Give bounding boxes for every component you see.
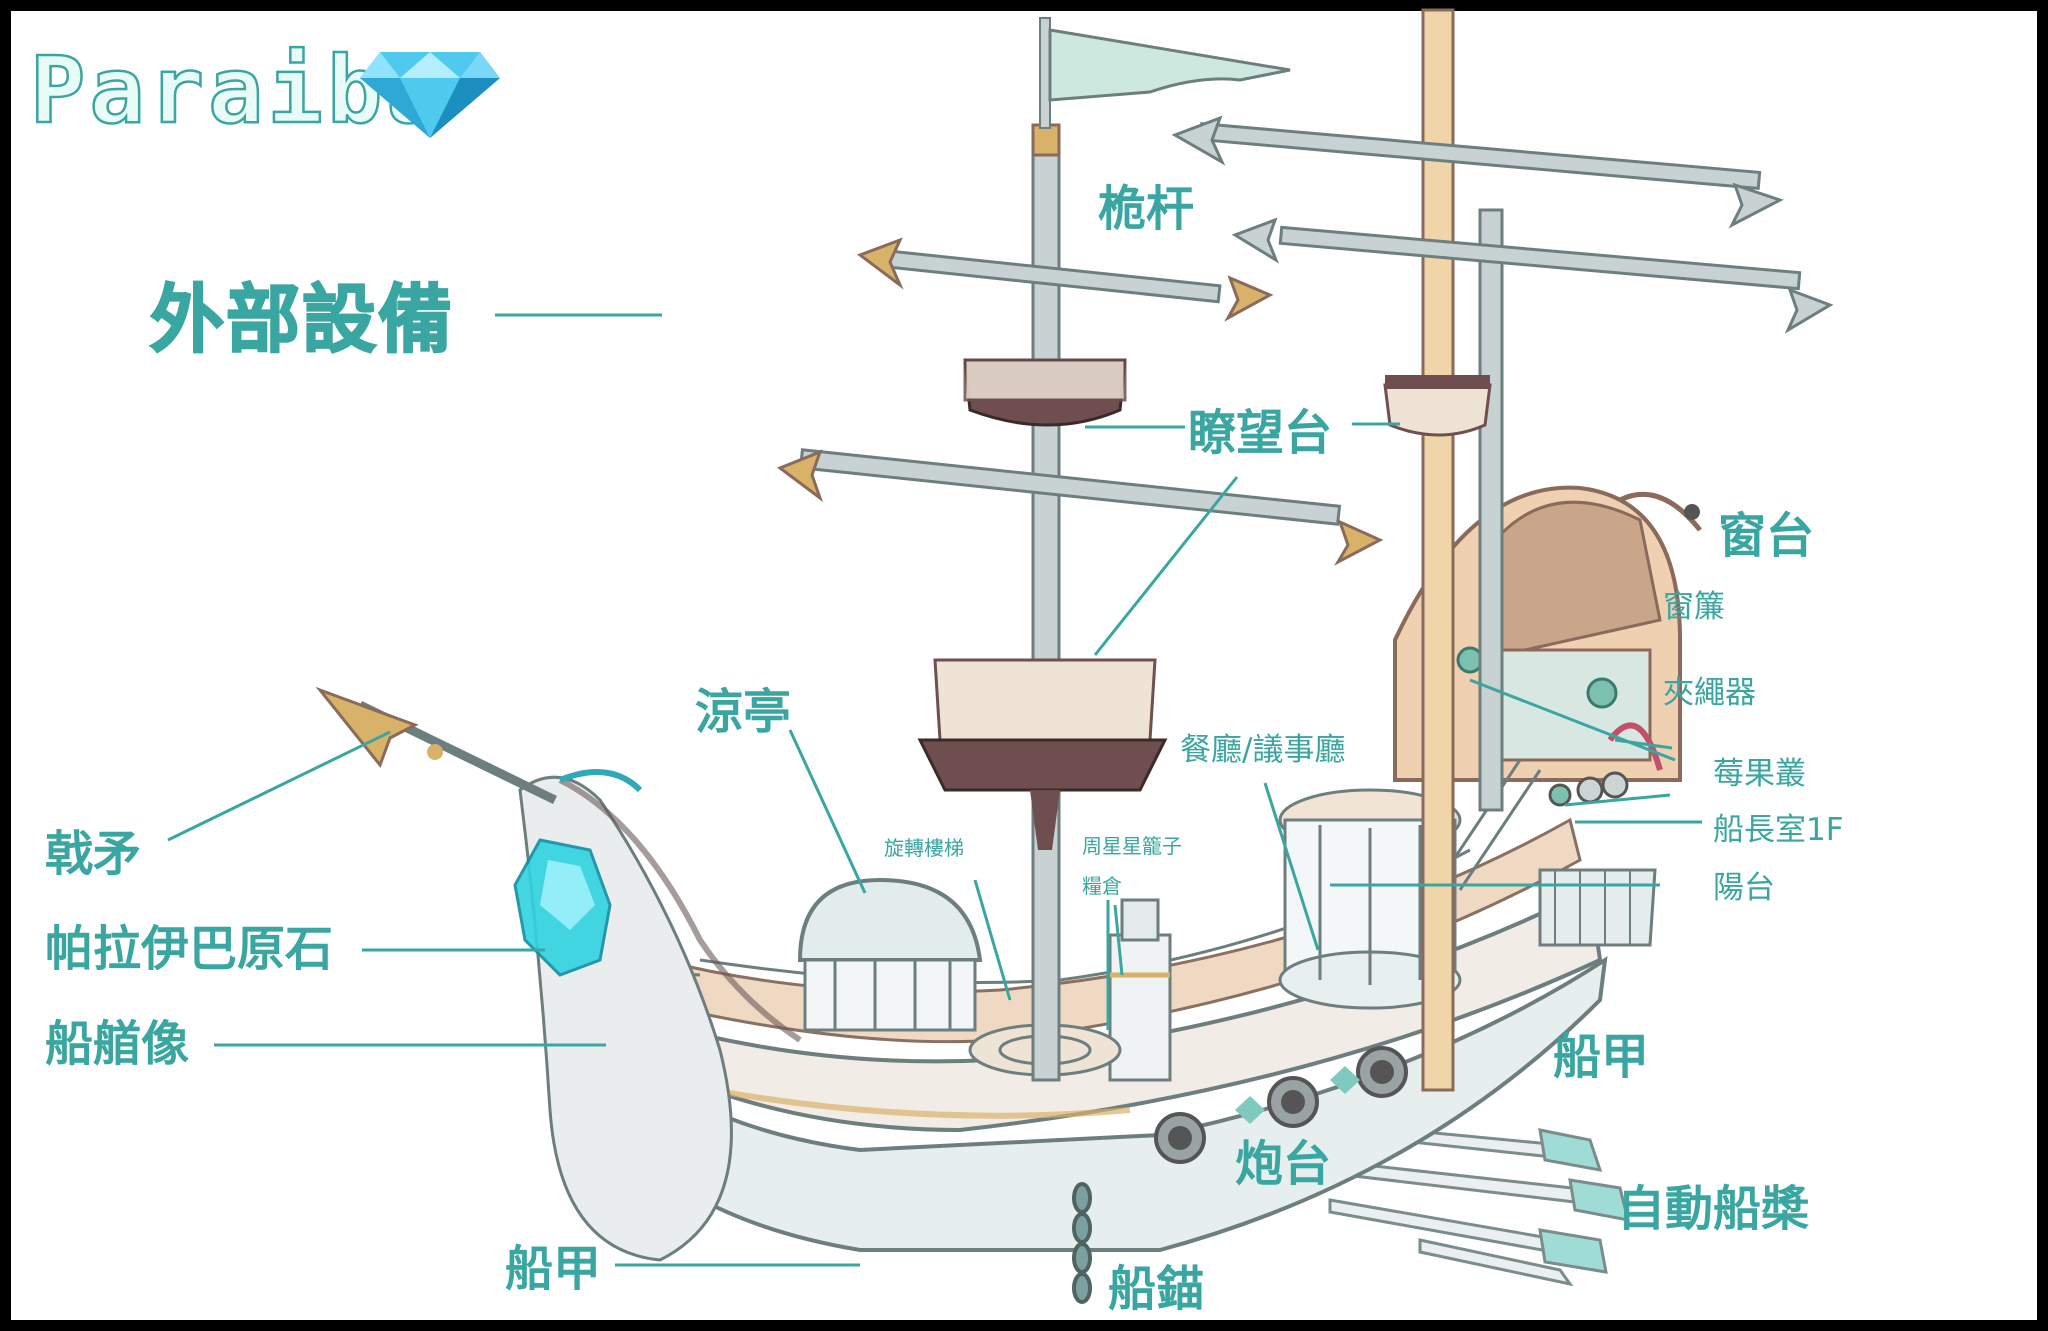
oars xyxy=(1298,1118,1631,1287)
anchor-chain xyxy=(1072,1182,1092,1304)
heading-text: 外部設備 xyxy=(150,277,454,363)
label-paraiba-ore: 帕拉伊巴原石 xyxy=(45,921,333,977)
label-deck-bottom: 船甲 xyxy=(505,1241,601,1297)
label-star-cage: 周星星籠子 xyxy=(1082,834,1182,858)
front-mast xyxy=(776,17,1384,1082)
diamond-icon xyxy=(360,52,500,138)
label-halberd: 戟矛 xyxy=(45,826,141,882)
label-deck-right: 船甲 xyxy=(1553,1029,1649,1085)
cannons xyxy=(1154,1046,1408,1164)
label-spiral-stairs: 旋轉樓梯 xyxy=(884,836,964,860)
brand-name: Paraiba xyxy=(30,37,446,144)
label-lookout: 瞭望台 xyxy=(1188,405,1332,461)
section-heading: 外部設備 xyxy=(149,276,662,364)
label-cannon: 炮台 xyxy=(1235,1136,1331,1192)
paraiba-gem xyxy=(513,838,612,977)
label-figurehead: 船艏像 xyxy=(45,1016,189,1072)
label-anchor: 船錨 xyxy=(1108,1261,1204,1317)
label-dining-hall: 餐廳/議事廳 xyxy=(1180,732,1345,768)
label-balcony: 陽台 xyxy=(1713,870,1775,906)
label-oars: 自動船槳 xyxy=(1617,1181,1809,1237)
annotations: 桅杆 瞭望台 窗台 窗簾 夾繩器 莓果叢 船長室1F 陽台 餐廳/議事廳 涼亭 … xyxy=(45,181,1844,1317)
label-captain-room: 船長室1F xyxy=(1713,812,1844,848)
halberd xyxy=(315,686,557,805)
pavilion-structure xyxy=(797,877,983,1032)
label-curtain: 窗簾 xyxy=(1663,589,1725,625)
label-granary: 糧倉 xyxy=(1082,874,1122,898)
label-yard: 桅杆 xyxy=(1098,181,1194,237)
label-rope-clip: 夾繩器 xyxy=(1663,675,1756,711)
granary-tower xyxy=(1108,898,1172,1082)
brand-logo: Paraiba xyxy=(29,36,500,145)
label-berry-cluster: 莓果叢 xyxy=(1713,756,1806,792)
label-pavilion: 涼亭 xyxy=(695,684,791,740)
label-window-platform: 窗台 xyxy=(1718,508,1814,564)
main-mast xyxy=(1171,8,1834,1092)
leader-lines xyxy=(167,422,1702,1267)
